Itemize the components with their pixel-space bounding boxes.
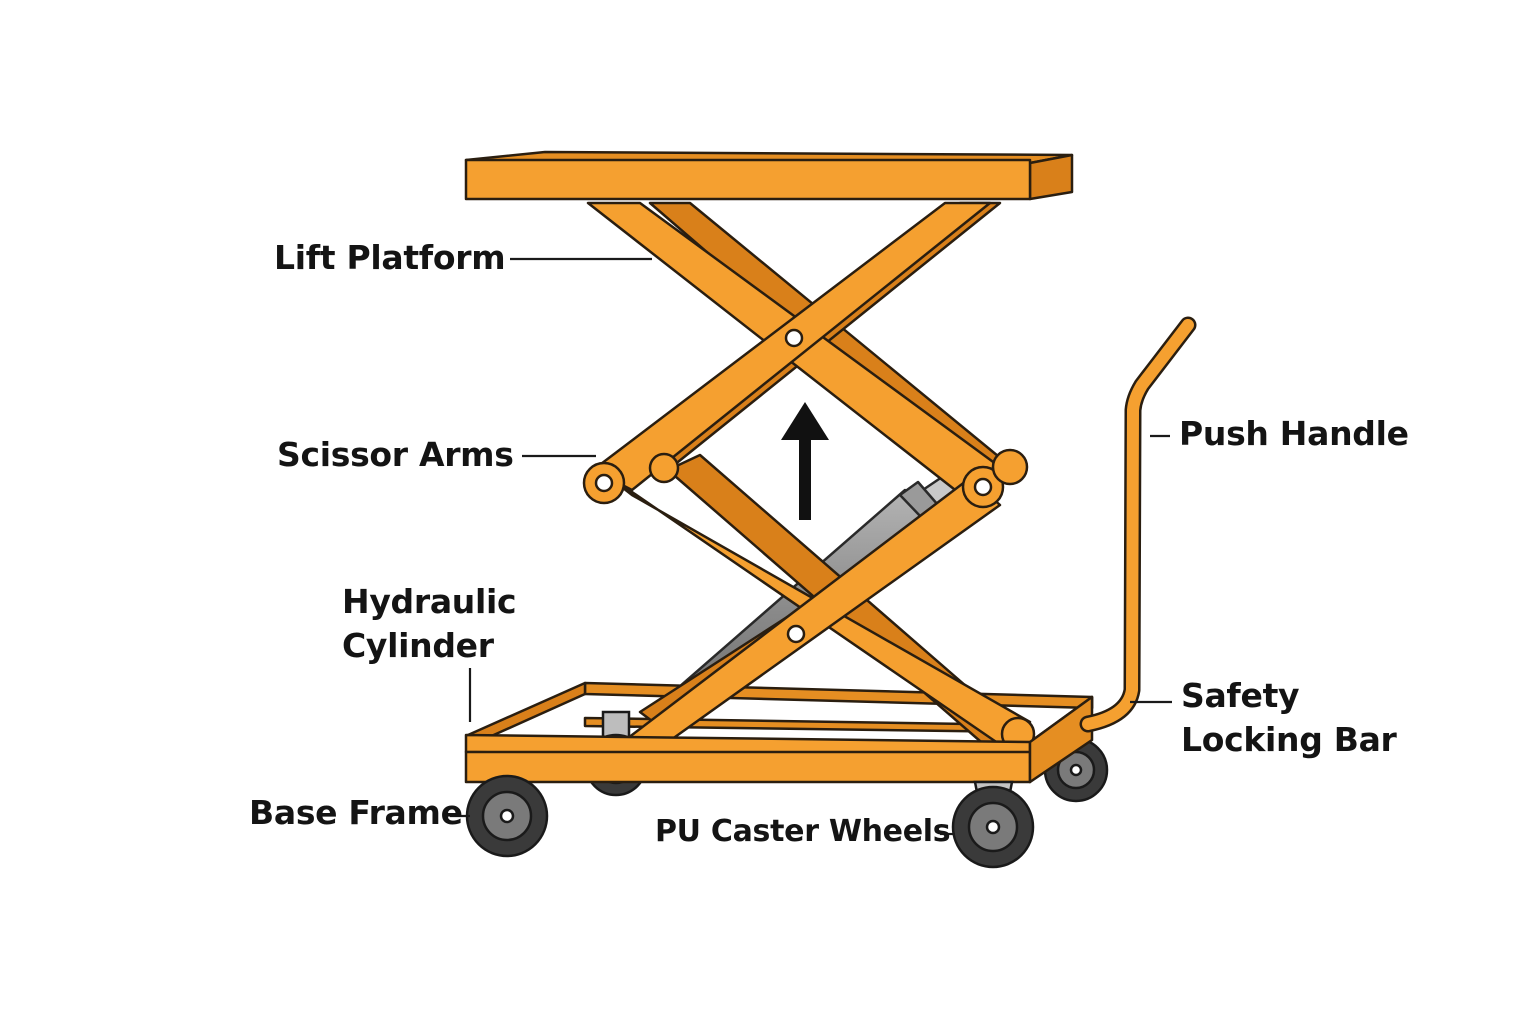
front-left-caster: [465, 774, 549, 858]
label-push-handle: Push Handle: [1179, 414, 1409, 453]
label-base-frame: Base Frame: [249, 793, 463, 832]
label-safety-locking-bar-line2: Locking Bar: [1181, 720, 1397, 759]
lift-platform: [464, 150, 1074, 201]
push-handle: [1079, 316, 1197, 733]
label-lift-platform: Lift Platform: [274, 238, 506, 277]
label-hydraulic-cylinder-line1: Hydraulic: [342, 582, 517, 621]
base-frame-front: [464, 695, 1094, 784]
label-safety-locking-bar: Safety Locking Bar: [1181, 674, 1397, 762]
label-hydraulic-cylinder: Hydraulic Cylinder: [342, 580, 517, 668]
leader-lines: [450, 257, 1172, 836]
label-safety-locking-bar-line1: Safety: [1181, 676, 1300, 715]
front-right-caster: [951, 780, 1035, 869]
up-arrow-icon: [781, 402, 829, 520]
label-hydraulic-cylinder-line2: Cylinder: [342, 626, 494, 665]
scissor-arms: [582, 201, 1036, 752]
label-scissor-arms: Scissor Arms: [277, 435, 514, 474]
label-pu-caster-wheels: PU Caster Wheels: [655, 814, 951, 849]
